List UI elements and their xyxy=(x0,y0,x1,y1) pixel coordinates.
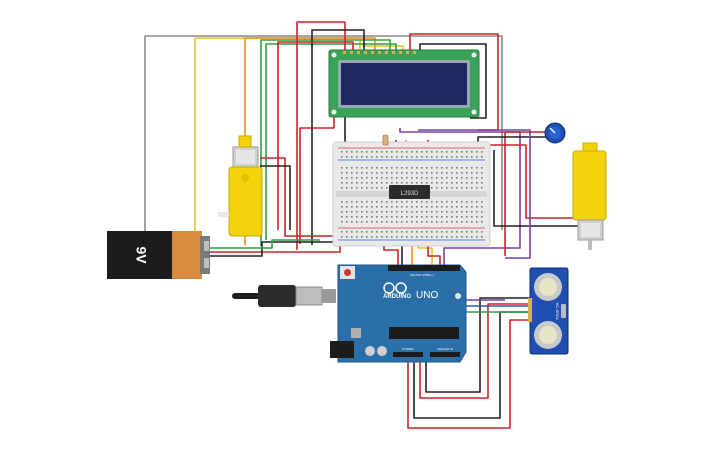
wire-green-battery[interactable] xyxy=(210,239,320,249)
sensor-pins xyxy=(528,298,532,322)
wire-black-battery[interactable] xyxy=(210,241,338,257)
potentiometer[interactable] xyxy=(544,122,566,144)
crystal xyxy=(351,328,361,338)
lcd-display[interactable] xyxy=(328,49,480,118)
lcd-mount-hole xyxy=(471,52,477,58)
battery-terminal xyxy=(204,241,209,251)
reset-button[interactable] xyxy=(344,269,351,276)
motor-driver-chip[interactable]: L293D xyxy=(389,185,430,199)
atmega-chip xyxy=(389,327,459,339)
wire-black-motor-l[interactable] xyxy=(260,165,291,230)
ultrasonic-sensor[interactable]: HC-SR04 xyxy=(528,267,569,355)
capacitor xyxy=(377,346,387,356)
arduino-logo-icon xyxy=(383,282,395,294)
wire-black-lcd-right[interactable] xyxy=(419,43,487,119)
dc-motor-right[interactable] xyxy=(572,142,607,250)
wire-red-motor-l[interactable] xyxy=(260,157,340,237)
wire-black-bottom-2[interactable] xyxy=(425,297,530,393)
lcd-mount-hole xyxy=(331,109,337,115)
motor-shaft xyxy=(218,212,229,217)
capacitor xyxy=(365,346,375,356)
arduino-brand: ARDUINO xyxy=(383,294,411,300)
wire-green-top[interactable] xyxy=(260,39,391,246)
resistor[interactable] xyxy=(382,134,389,146)
crystal-oscillator xyxy=(561,304,566,318)
usb-cable[interactable] xyxy=(232,285,336,307)
wire-red-bottom-2[interactable] xyxy=(419,303,530,399)
wire-purple-bb[interactable] xyxy=(399,128,521,265)
battery-label: 9V xyxy=(133,246,149,264)
mount-hole xyxy=(455,293,461,299)
power-header xyxy=(393,352,423,357)
wire-red-top[interactable] xyxy=(296,21,346,250)
arduino-model: UNO xyxy=(416,290,438,301)
sensor-label: HC-SR04 xyxy=(555,302,560,320)
wire-purple-2[interactable] xyxy=(418,129,531,259)
wire-black-top[interactable] xyxy=(311,29,365,245)
chip-label: L293D xyxy=(401,191,419,197)
wire-red-lcd-bottom[interactable] xyxy=(299,116,335,244)
digital-header-label: DIGITAL (PWM~) xyxy=(410,273,433,277)
lcd-screen xyxy=(341,63,467,105)
wire-red-bottom-1[interactable] xyxy=(407,319,530,429)
wire-red-pot[interactable] xyxy=(504,131,546,256)
lcd-mount-hole xyxy=(471,109,477,115)
power-jack xyxy=(330,341,354,358)
lcd-pin-header xyxy=(343,51,416,54)
breadboard-holes xyxy=(341,151,483,238)
battery-9v[interactable]: 9V xyxy=(107,231,210,279)
wire-gray-battery[interactable] xyxy=(144,35,503,231)
pot-knob-indicator xyxy=(549,127,556,134)
arduino-uno[interactable]: DIGITAL (PWM~) ARDUINO UNO POWER ANALOG … xyxy=(330,264,467,363)
dc-motor-left[interactable] xyxy=(218,135,263,237)
battery-terminal xyxy=(204,258,209,268)
wire-green-2[interactable] xyxy=(265,43,397,240)
analog-header-label: ANALOG IN xyxy=(437,347,453,351)
analog-header xyxy=(430,352,460,357)
digital-header xyxy=(388,265,460,271)
motor-shaft xyxy=(588,240,592,250)
wire-red-2[interactable] xyxy=(277,41,354,230)
wire-black-motor-r[interactable] xyxy=(493,150,578,227)
power-header-label: POWER xyxy=(402,347,414,351)
lcd-mount-hole xyxy=(331,52,337,58)
wires xyxy=(144,21,578,429)
